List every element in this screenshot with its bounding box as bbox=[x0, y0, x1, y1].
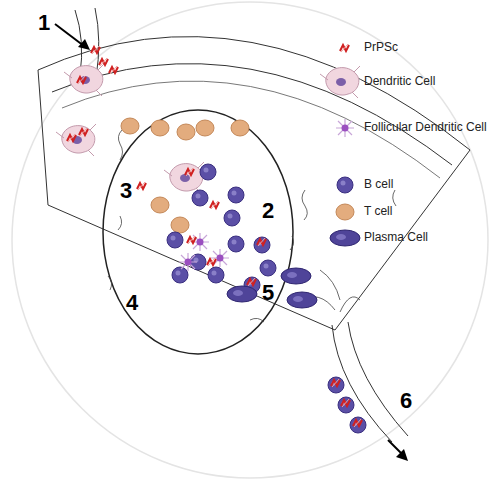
legend-text: T cell bbox=[364, 204, 392, 218]
legend-text: Plasma Cell bbox=[364, 230, 428, 244]
callout-number: 2 bbox=[262, 198, 274, 224]
callout-number: 3 bbox=[120, 178, 132, 204]
legend-text: B cell bbox=[364, 177, 393, 191]
callout-number: 5 bbox=[262, 280, 274, 306]
callout-number: 6 bbox=[400, 388, 412, 414]
callout-number: 4 bbox=[126, 290, 138, 316]
legend-text: PrPSc bbox=[364, 40, 398, 54]
callout-number: 1 bbox=[38, 10, 50, 36]
legend-text: Dendritic Cell bbox=[364, 74, 435, 88]
legend-text: Follicular Dendritic Cell bbox=[364, 120, 487, 134]
